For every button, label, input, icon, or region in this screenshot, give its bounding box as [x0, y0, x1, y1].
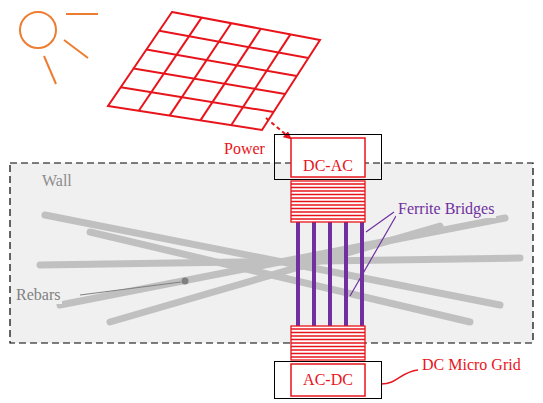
leader-line [80, 282, 181, 295]
converter-label: DC-AC [303, 157, 353, 175]
wall-region [10, 163, 533, 343]
leader-lines [350, 212, 396, 296]
coil-turn [291, 349, 365, 350]
ferrite-label: Ferrite Bridges [396, 200, 496, 218]
converter-inner [291, 138, 365, 177]
coil-turn [291, 353, 365, 354]
coil-turn [291, 215, 365, 216]
panel-grid [139, 18, 202, 111]
coil-turn [291, 332, 365, 333]
panel-grid [159, 31, 308, 58]
rebar-dot [182, 278, 189, 285]
ferrite-bridges [296, 222, 364, 326]
wall-label: Wall [40, 172, 74, 190]
coil-turn [291, 346, 365, 347]
coil-turn [291, 187, 365, 188]
coil-turn [291, 335, 365, 336]
coil-turn [291, 197, 365, 198]
converter-inner [291, 364, 365, 396]
coil-turn [291, 194, 365, 195]
coil-turn [291, 339, 365, 340]
coil-turn [291, 183, 365, 184]
converter-box: AC-DC [274, 361, 382, 399]
power-arrow [266, 118, 290, 138]
sun [20, 12, 98, 84]
panel-grid [146, 50, 296, 76]
panel-grid [231, 34, 290, 125]
converter-label: AC-DC [303, 371, 353, 389]
coil-turn [291, 356, 365, 357]
coil-turn [291, 218, 365, 219]
converter-box: DC-AC [274, 134, 382, 180]
coil-turn [291, 211, 365, 212]
grid-label: DC Micro Grid [420, 356, 523, 374]
panel-grid [200, 29, 260, 121]
panel-grid [121, 87, 274, 112]
coil-turn [291, 204, 365, 205]
rebars-label: Rebars [14, 286, 62, 304]
panel-grid [170, 23, 232, 115]
power-label: Power [222, 140, 267, 158]
coil-turn [291, 208, 365, 209]
panel-grid [134, 68, 286, 94]
coil-windings [291, 181, 365, 360]
coil-turn [291, 190, 365, 191]
grid-wire [381, 370, 418, 384]
rebars [40, 215, 520, 322]
coil-turn [291, 328, 365, 329]
solar-panel [108, 12, 320, 130]
coil-turn [291, 201, 365, 202]
coil-turn [291, 342, 365, 343]
